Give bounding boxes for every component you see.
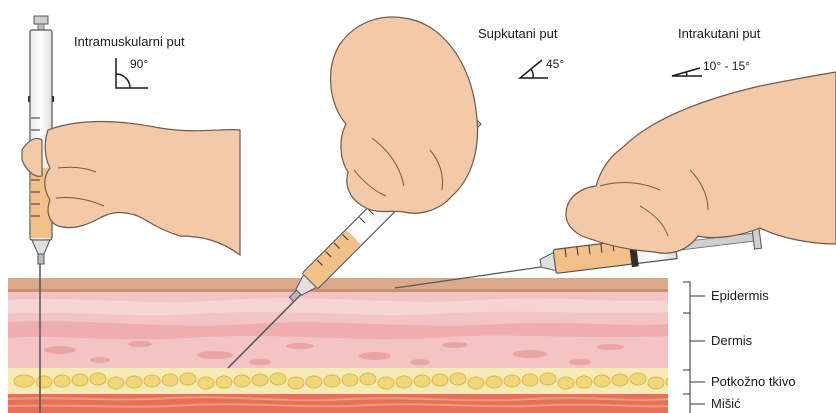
- angle-label-45: 45°: [546, 57, 564, 71]
- skin-cross-section: [8, 278, 682, 413]
- hand-intramuscular: [22, 122, 240, 256]
- route-label-intradermal: Intrakutani put: [678, 26, 761, 41]
- route-label-subcutaneous: Supkutani put: [478, 26, 558, 41]
- angle-label-90: 90°: [130, 57, 148, 71]
- hand-intradermal: [566, 72, 836, 253]
- angle-icon-45: [520, 60, 548, 78]
- route-label-intramuscular: Intramuskularni put: [74, 34, 185, 49]
- layer-label-dermis: Dermis: [711, 333, 753, 348]
- angle-icon-10-15: [672, 68, 702, 76]
- layer-brackets: [683, 282, 705, 413]
- epidermis-layer: [8, 278, 668, 290]
- angle-label-10-15: 10° - 15°: [703, 59, 750, 73]
- hand-subcutaneous: [331, 17, 478, 213]
- layer-label-muscle: Mišić: [711, 396, 741, 411]
- muscle-layer: [8, 394, 668, 413]
- layer-label-subcutaneous: Potkožno tkivo: [711, 374, 796, 389]
- layer-label-epidermis: Epidermis: [711, 288, 769, 303]
